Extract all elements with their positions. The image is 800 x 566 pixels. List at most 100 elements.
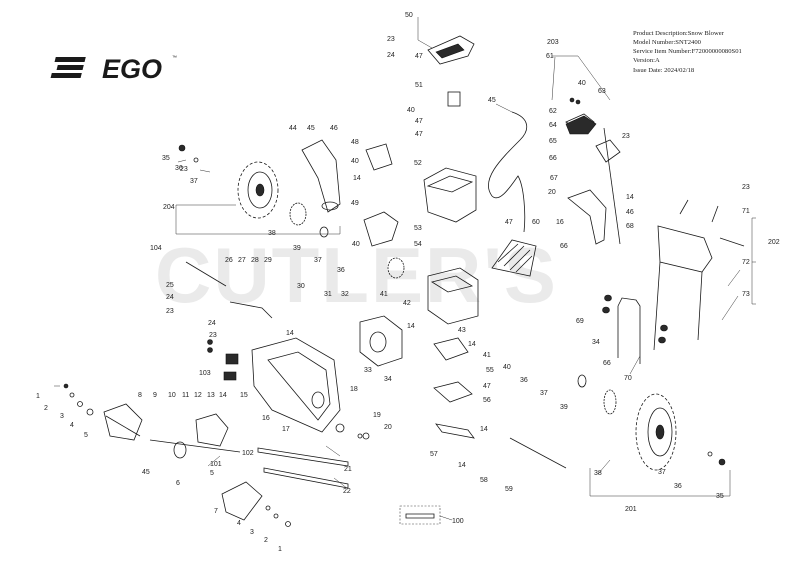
callout-203: 203 xyxy=(547,39,559,46)
callout-11: 11 xyxy=(182,392,189,399)
callout-labels: 1 2 3 4 5 6 7 8 9 10 11 12 13 14 15 16 1… xyxy=(36,12,780,553)
callout-24-b: 24 xyxy=(166,294,174,301)
callout-66-c: 66 xyxy=(603,360,611,367)
callout-34: 34 xyxy=(384,376,392,383)
callout-23-f: 23 xyxy=(180,166,188,173)
callout-23: 23 xyxy=(387,36,395,43)
callout-36: 36 xyxy=(175,165,183,172)
issue-date: Issue Date: 2024/02/18 xyxy=(633,67,695,74)
callout-13: 13 xyxy=(207,392,215,399)
callout-38-b: 38 xyxy=(594,470,602,477)
leader-lines xyxy=(54,17,741,521)
model-number: Model Number:SNT2400 xyxy=(633,39,702,46)
callout-2: 2 xyxy=(44,405,48,412)
callout-66-b: 66 xyxy=(560,243,568,250)
callout-47-c: 47 xyxy=(505,219,513,226)
callout-44: 44 xyxy=(289,125,297,132)
callout-47: 47 xyxy=(415,53,423,60)
callout-34-b: 34 xyxy=(592,339,600,346)
callout-1: 1 xyxy=(36,393,40,400)
callout-45: 45 xyxy=(307,125,315,132)
callout-23-e: 23 xyxy=(742,184,750,191)
assembly-bracket-lines xyxy=(175,55,756,497)
callout-15: 15 xyxy=(240,392,248,399)
callout-18: 18 xyxy=(350,386,358,393)
logo-e-bars xyxy=(50,57,86,78)
callout-57: 57 xyxy=(430,451,438,458)
callout-4: 4 xyxy=(70,422,74,429)
callout-20: 20 xyxy=(384,424,392,431)
top-cover-drawing xyxy=(427,35,475,65)
callout-69: 69 xyxy=(576,318,584,325)
callout-40: 40 xyxy=(407,107,415,114)
callout-39-b: 39 xyxy=(560,404,568,411)
callout-54: 54 xyxy=(414,241,422,248)
callout-14-d: 14 xyxy=(407,323,415,330)
callout-66: 66 xyxy=(549,155,557,162)
callout-8: 8 xyxy=(138,392,142,399)
callout-65: 65 xyxy=(549,138,557,145)
version: Version:A xyxy=(633,57,660,64)
callout-201: 201 xyxy=(625,506,637,513)
callout-55: 55 xyxy=(486,367,494,374)
tube-104-drawing xyxy=(185,261,273,319)
callout-103: 103 xyxy=(199,370,211,377)
callout-20-b: 20 xyxy=(548,189,556,196)
callout-46: 46 xyxy=(330,125,338,132)
callout-59: 59 xyxy=(505,486,513,493)
center-motor-drawing xyxy=(387,257,479,325)
callout-47-e: 47 xyxy=(415,118,423,125)
callout-22: 22 xyxy=(343,488,351,495)
callout-39: 39 xyxy=(293,245,301,252)
callout-48: 48 xyxy=(351,139,359,146)
callout-27: 27 xyxy=(238,257,246,264)
left-wheel-drawing xyxy=(237,161,329,238)
callout-56: 56 xyxy=(483,397,491,404)
callout-41-b: 41 xyxy=(483,352,491,359)
callout-46-b: 46 xyxy=(626,209,634,216)
callout-17: 17 xyxy=(282,426,290,433)
callout-23-d: 23 xyxy=(622,133,630,140)
callout-12: 12 xyxy=(194,392,202,399)
callout-42: 42 xyxy=(403,300,411,307)
callout-23-c: 23 xyxy=(209,332,217,339)
callout-202: 202 xyxy=(768,239,780,246)
callout-63: 63 xyxy=(598,88,606,95)
callout-14-g: 14 xyxy=(458,462,466,469)
callout-45-c: 45 xyxy=(142,469,150,476)
callout-23-b: 23 xyxy=(166,308,174,315)
callout-9: 9 xyxy=(153,392,157,399)
callout-31: 31 xyxy=(324,291,332,298)
product-description: Product Description:Snow Blower xyxy=(633,30,725,37)
handle-assembly-drawing xyxy=(653,199,745,351)
auger-left-drawing xyxy=(103,403,241,459)
callout-50: 50 xyxy=(405,12,413,19)
callout-61: 61 xyxy=(546,53,554,60)
callout-16-b: 16 xyxy=(556,219,564,226)
callout-1-lower: 1 xyxy=(278,546,282,553)
callout-35-b: 35 xyxy=(716,493,724,500)
callout-7: 7 xyxy=(214,508,218,515)
chute-drawing xyxy=(301,139,341,213)
callout-32: 32 xyxy=(341,291,349,298)
callout-43: 43 xyxy=(458,327,466,334)
callout-37-b: 37 xyxy=(314,257,322,264)
callout-2-lower: 2 xyxy=(264,537,268,544)
callout-37-c: 37 xyxy=(540,390,548,397)
cable-drawing xyxy=(487,111,528,233)
callout-72: 72 xyxy=(742,259,750,266)
grate-drawing xyxy=(491,239,537,277)
callout-101: 101 xyxy=(210,461,222,468)
callout-53: 53 xyxy=(414,225,422,232)
callout-58: 58 xyxy=(480,477,488,484)
auger-housing-drawing xyxy=(251,337,341,433)
callout-21: 21 xyxy=(344,466,352,473)
fasteners-drawing xyxy=(63,97,726,527)
callout-67: 67 xyxy=(550,175,558,182)
callout-6: 6 xyxy=(176,480,180,487)
callout-14-f: 14 xyxy=(480,426,488,433)
control-box-drawing xyxy=(363,143,399,247)
callout-64: 64 xyxy=(549,122,557,129)
callout-24: 24 xyxy=(387,52,395,59)
tool-100-drawing xyxy=(399,505,441,525)
